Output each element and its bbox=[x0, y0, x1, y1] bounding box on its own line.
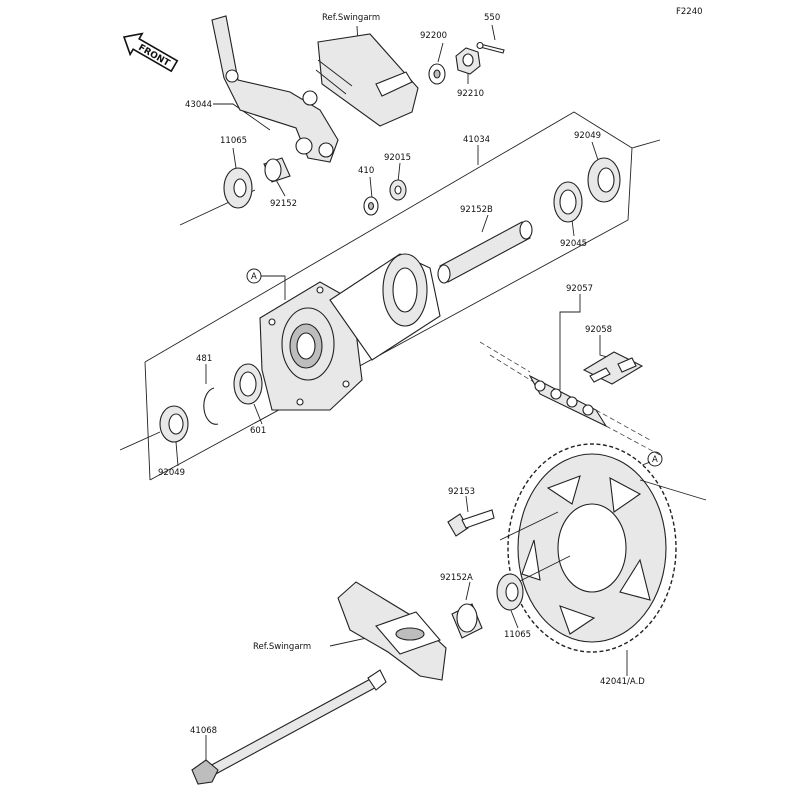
label-92152a: 92152A bbox=[440, 573, 473, 583]
leader-92049-bottom bbox=[175, 441, 179, 467]
leader-43044 bbox=[213, 103, 271, 131]
label-ref-swingarm-bottom: Ref.Swingarm bbox=[253, 642, 311, 652]
ref-marker-a-top: A bbox=[246, 268, 286, 300]
label-92057: 92057 bbox=[566, 284, 593, 294]
part-42041-sprocket bbox=[499, 443, 707, 653]
leader-11065-bottom bbox=[509, 607, 519, 629]
label-ref-swingarm-top: Ref.Swingarm bbox=[322, 13, 380, 23]
part-92045-bearing bbox=[553, 181, 583, 223]
label-92152: 92152 bbox=[270, 199, 297, 209]
leader-550 bbox=[491, 24, 496, 41]
leader-92049-top bbox=[591, 141, 599, 161]
part-550-cotter-pin bbox=[476, 41, 505, 54]
label-11065-bottom: 11065 bbox=[504, 630, 531, 640]
part-92057-chain bbox=[479, 341, 661, 456]
part-481-circlip bbox=[203, 387, 219, 425]
label-550: 550 bbox=[484, 13, 500, 23]
label-92200: 92200 bbox=[420, 31, 447, 41]
label-92049-top: 92049 bbox=[574, 131, 601, 141]
part-92200-washer bbox=[428, 63, 446, 85]
part-601-bearing bbox=[233, 363, 263, 405]
label-41068: 41068 bbox=[190, 726, 217, 736]
front-arrow-icon: FRONT bbox=[122, 32, 179, 73]
swingarm-guard-top bbox=[315, 33, 419, 127]
leader-92200 bbox=[437, 42, 444, 63]
label-92015: 92015 bbox=[384, 153, 411, 163]
label-42041: 42041/A.D bbox=[600, 677, 645, 687]
leader-92045 bbox=[571, 219, 575, 237]
label-601: 601 bbox=[250, 426, 266, 436]
part-92210-nut bbox=[455, 47, 481, 75]
leader-601 bbox=[253, 403, 263, 425]
leader-92057 bbox=[559, 294, 581, 390]
part-92049-top-seal bbox=[587, 157, 621, 203]
label-92045: 92045 bbox=[560, 239, 587, 249]
label-92058: 92058 bbox=[585, 325, 612, 335]
label-481: 481 bbox=[196, 354, 212, 364]
leader-92152b bbox=[481, 214, 489, 233]
part-92015 bbox=[389, 179, 407, 201]
swingarm-guard-bottom bbox=[337, 581, 447, 681]
part-11065-top-seal bbox=[223, 167, 253, 209]
label-92153: 92153 bbox=[448, 487, 475, 497]
part-11065-bottom-seal bbox=[496, 573, 524, 611]
part-92153-bolt bbox=[447, 509, 495, 537]
figure-code: F2240 bbox=[676, 7, 703, 17]
svg-text:A: A bbox=[652, 455, 658, 465]
label-43044: 43044 bbox=[185, 100, 212, 110]
svg-text:A: A bbox=[251, 272, 257, 282]
label-92049-bottom: 92049 bbox=[158, 468, 185, 478]
leader-92153 bbox=[465, 495, 469, 513]
part-410 bbox=[363, 196, 379, 216]
part-43044-bracket bbox=[211, 15, 339, 163]
label-410: 410 bbox=[358, 166, 374, 176]
leader-410 bbox=[369, 176, 373, 199]
part-92058-master-link bbox=[582, 351, 644, 385]
label-11065-top: 11065 bbox=[220, 136, 247, 146]
part-92152a-collar bbox=[451, 603, 483, 639]
leader-92152a bbox=[465, 581, 471, 601]
part-92152-collar bbox=[263, 157, 291, 183]
part-92049-bottom-seal bbox=[159, 405, 189, 443]
part-41034-rear-hub bbox=[259, 253, 441, 411]
part-41068-axle bbox=[191, 669, 387, 785]
part-92152b-spacer bbox=[437, 220, 533, 284]
leader-11065-top bbox=[232, 147, 237, 169]
label-92152b: 92152B bbox=[460, 205, 493, 215]
label-41034: 41034 bbox=[463, 135, 490, 145]
label-92210: 92210 bbox=[457, 89, 484, 99]
leader-92015 bbox=[397, 162, 401, 183]
